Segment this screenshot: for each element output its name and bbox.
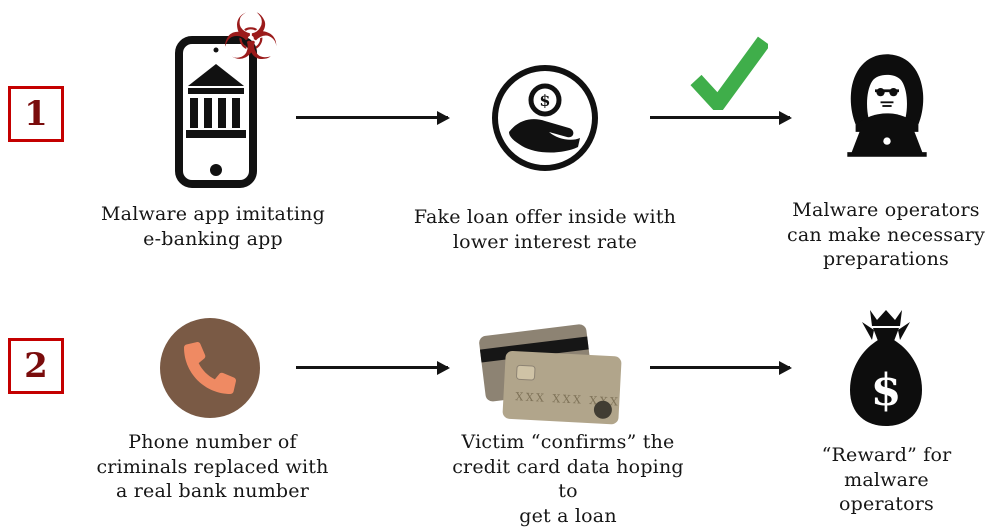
- arrow-right-icon: [296, 366, 448, 369]
- coin-hand-icon: $: [492, 65, 598, 171]
- step-number-label: 1: [24, 94, 48, 134]
- arrow-right-icon: [650, 116, 790, 119]
- bag-dollar-label: $: [871, 365, 902, 416]
- step2-caption-2: Victim “confirms” the credit card data h…: [452, 431, 684, 528]
- checkmark-icon: [690, 36, 768, 110]
- money-bag-icon: $: [838, 308, 934, 430]
- loan-offer-icon: $: [489, 62, 601, 174]
- coin-dollar-label: $: [539, 91, 550, 110]
- step1-caption-3: Malware operators can make necessary pre…: [787, 199, 985, 271]
- step-number-badge-2: 2: [8, 338, 64, 394]
- card-number-label: XXX XXX XXX: [515, 390, 621, 408]
- arrow-right-icon: [296, 116, 448, 119]
- step-number-badge-1: 1: [8, 86, 64, 142]
- hacker-icon: [827, 50, 947, 162]
- step2-caption-1: Phone number of criminals replaced with …: [96, 431, 329, 503]
- phone-handset-icon: [184, 342, 236, 394]
- malware-phone-icon: [174, 36, 258, 188]
- hooded-operator-laptop-icon: [847, 54, 927, 157]
- step2-caption-3: “Reward” for malware operators: [821, 444, 952, 516]
- phone-call-icon: [160, 318, 260, 418]
- step-number-label: 2: [24, 346, 48, 386]
- biohazard-icon: ☣: [222, 1, 280, 75]
- arrow-right-icon: [650, 366, 790, 369]
- step1-caption-1: Malware app imitating e-banking app: [101, 203, 325, 250]
- smartphone-bank-icon: [175, 36, 257, 188]
- step1-caption-2: Fake loan offer inside with lower intere…: [413, 206, 677, 253]
- credit-cards-icon: XXX XXX XXX: [470, 318, 630, 426]
